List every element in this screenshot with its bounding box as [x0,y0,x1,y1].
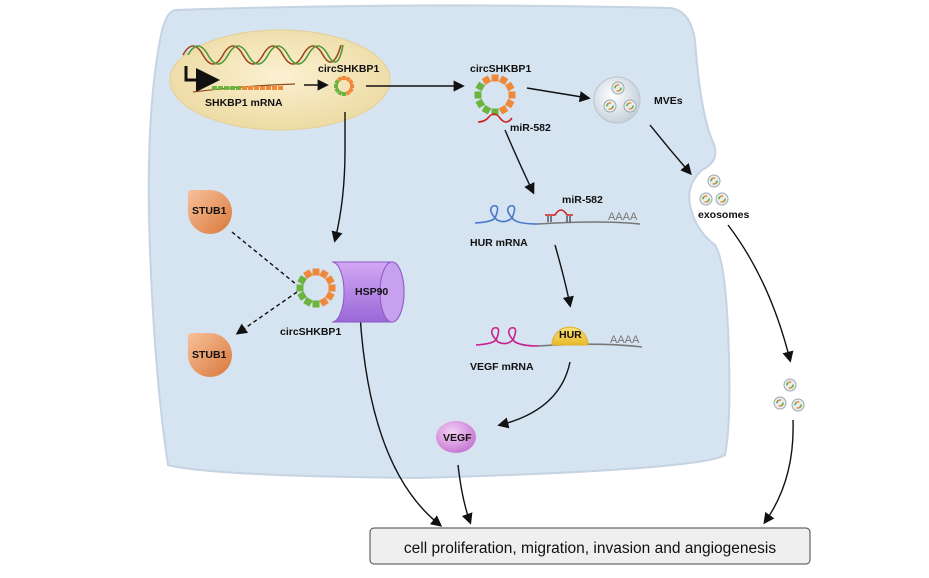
promoter-arrow-icon [184,66,220,92]
exosome [699,192,713,206]
hur-mrna-tail [537,221,641,225]
exon [266,86,271,90]
aaaa-hur: AAAA [608,211,638,223]
exon [224,86,229,90]
stub1-bottom-label: STUB1 [192,349,227,361]
arrow-to-vegf [497,361,571,429]
exosomes-label: exosomes [698,209,750,221]
exon [218,86,223,90]
released-exosome [791,398,805,412]
exon [278,86,283,90]
dna-strand-2 [187,44,344,65]
stub1-bottom [188,333,232,377]
arrow-vegf-outcome [457,464,473,525]
mve-exosome [603,99,617,113]
dashed-stub1-degrade [235,291,298,335]
arrows [231,79,794,527]
exon [272,86,277,90]
exon [230,86,235,90]
arrow-to-hsp90 [331,111,346,243]
exon [254,86,259,90]
mve-exosome [611,81,625,95]
mve-exosome [623,99,637,113]
hur-label: HUR [559,329,582,341]
stub1-top [188,190,232,234]
exon [236,86,241,90]
exosome [715,192,729,206]
arrow-exosome-release [727,224,794,363]
circ-top-label: circSHKBP1 [470,63,531,75]
nucleus [169,29,391,131]
hsp90-label: HSP90 [355,286,388,298]
hur-mrna-label: HUR mRNA [470,237,528,249]
outcome-box [369,527,811,565]
exon [242,86,247,90]
released-exosome [783,378,797,392]
exon [248,86,253,90]
circ-hsp90-label: circSHKBP1 [280,326,341,338]
arrow-to-mves [526,87,591,103]
mves-label: MVEs [654,95,683,107]
arrow-exosome-outcome [763,419,794,525]
mir582-top [477,113,513,123]
arrow-to-exosomes [649,124,692,176]
arrow-to-hur [554,244,574,308]
exosome [707,174,721,188]
mir582-bound [545,209,573,216]
vegf-mrna-loops [475,326,539,347]
aaaa-vegf: AAAA [610,334,640,346]
mir582-bind-label: miR-582 [562,194,603,206]
circrna-hsp90-complex [296,268,336,308]
circ-nucleus-label: circSHKBP1 [318,63,379,75]
dna-strand-1 [182,44,342,65]
vegf-label: VEGF [443,432,472,444]
vegf-mrna-tail [537,343,643,348]
mir582-top-label: miR-582 [510,122,551,134]
shkbp1-mrna-label: SHKBP1 mRNA [205,97,283,109]
exon [212,86,217,90]
arrow-hsp90-outcome [359,314,443,527]
circrna-nucleus [334,76,354,96]
hur-protein [551,326,589,346]
circrna-cytoplasm [474,74,516,116]
vegf-protein [436,421,476,453]
exon [260,86,265,90]
exons [212,86,283,90]
stub1-top-label: STUB1 [192,205,227,217]
released-exosome [773,396,787,410]
arrow-to-hur-mrna [504,129,535,195]
hur-mrna-loops [474,204,539,225]
vegf-mrna-label: VEGF mRNA [470,361,534,373]
outcome-label: cell proliferation, migration, invasion … [404,540,776,557]
